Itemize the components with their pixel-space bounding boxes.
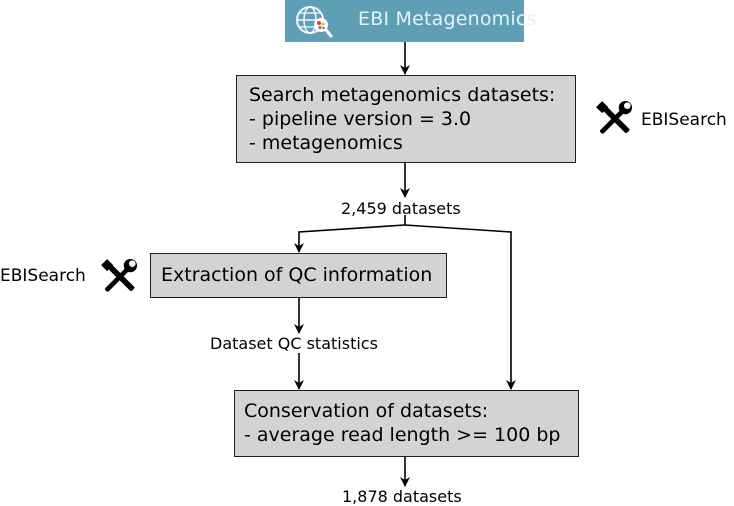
extraction-qc-box: Extraction of QC information	[150, 253, 447, 298]
extraction-tool-label: EBISearch	[0, 266, 86, 286]
dataset-count-label: 2,459 datasets	[341, 199, 461, 218]
step-line: - metagenomics	[249, 132, 403, 154]
step-line: - pipeline version = 3.0	[249, 108, 472, 130]
final-count-label: 1,878 datasets	[342, 487, 462, 506]
ebi-metagenomics-logo: EBI Metagenomics	[285, 0, 536, 42]
edge-split-right	[404, 224, 516, 390]
step-line: Extraction of QC information	[161, 264, 433, 286]
qc-statistics-label: Dataset QC statistics	[210, 334, 378, 353]
logo-text: EBI Metagenomics	[358, 8, 537, 30]
step-line: Conservation of datasets:	[244, 400, 489, 422]
step-line: Search metagenomics datasets:	[249, 84, 556, 106]
globe-magnifier-icon	[296, 6, 333, 38]
tools-icon	[101, 258, 138, 292]
tools-icon	[596, 100, 633, 134]
search-tool-label: EBISearch	[641, 110, 727, 130]
edge-split-left	[294, 224, 406, 253]
search-datasets-box: Search metagenomics datasets: - pipeline…	[236, 75, 576, 163]
step-line: - average read length >= 100 bp	[244, 424, 561, 446]
conservation-datasets-box: Conservation of datasets: - average read…	[234, 390, 579, 457]
